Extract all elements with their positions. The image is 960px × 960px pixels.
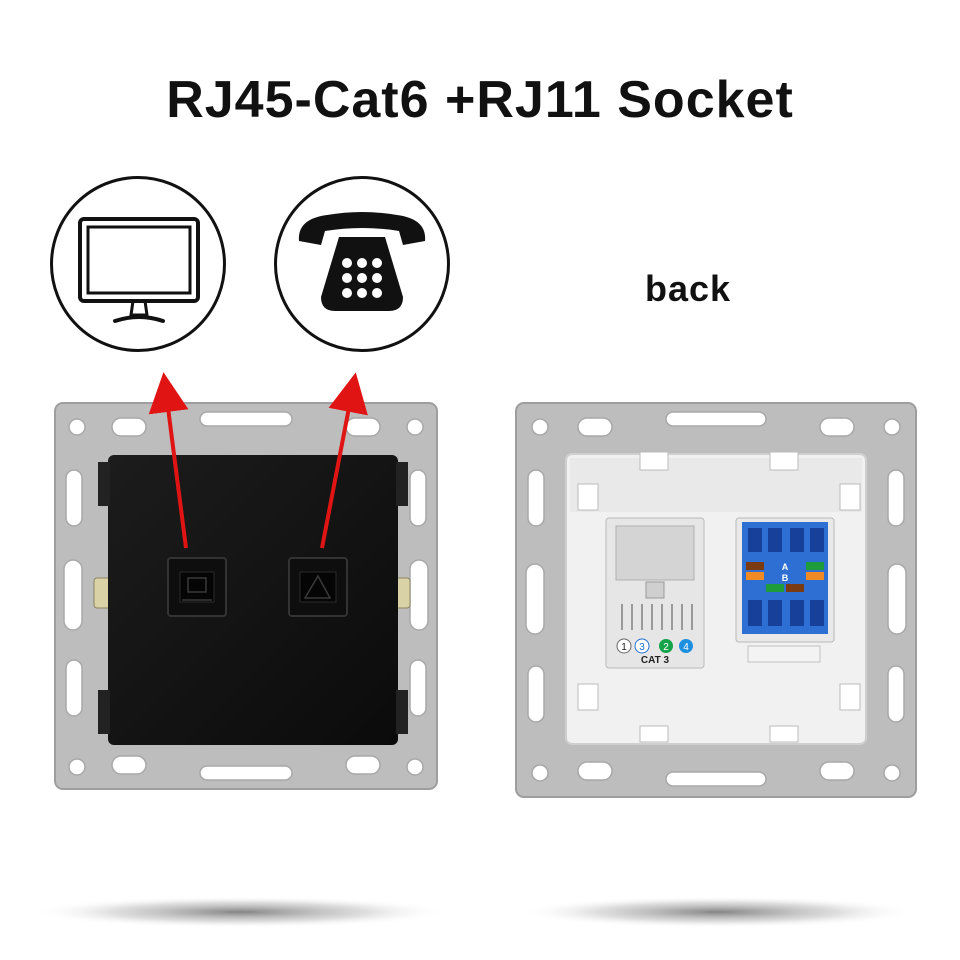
keystone-letter: B bbox=[782, 573, 789, 583]
pin-label: 4 bbox=[683, 642, 689, 653]
keystone-letter: A bbox=[782, 562, 789, 572]
rj11-port[interactable] bbox=[288, 557, 348, 617]
telephone-icon bbox=[298, 212, 426, 311]
pin-label: 3 bbox=[639, 642, 645, 653]
front-socket bbox=[54, 402, 438, 790]
back-socket: 1 3 2 4 CAT 3 bbox=[515, 402, 917, 798]
cat3-label: CAT 3 bbox=[641, 655, 670, 666]
arrow-to-monitor bbox=[148, 372, 189, 549]
pin-label: 2 bbox=[663, 642, 669, 653]
front-face-plate bbox=[108, 455, 398, 745]
monitor-icon-circle bbox=[50, 176, 226, 352]
arrow-to-telephone bbox=[320, 372, 368, 549]
back-label: back bbox=[644, 268, 732, 309]
rj11-rear-module: 1 3 2 4 CAT 3 bbox=[605, 517, 705, 669]
rj45-rear-keystone: A B bbox=[735, 517, 835, 663]
telephone-icon-circle bbox=[274, 176, 450, 352]
page-title: RJ45-Cat6 +RJ11 Socket bbox=[166, 71, 794, 129]
monitor-icon bbox=[78, 217, 200, 323]
front-shadow bbox=[30, 896, 450, 928]
pin-label: 1 bbox=[621, 642, 627, 653]
back-shadow bbox=[518, 896, 918, 928]
rj45-port[interactable] bbox=[167, 557, 227, 617]
